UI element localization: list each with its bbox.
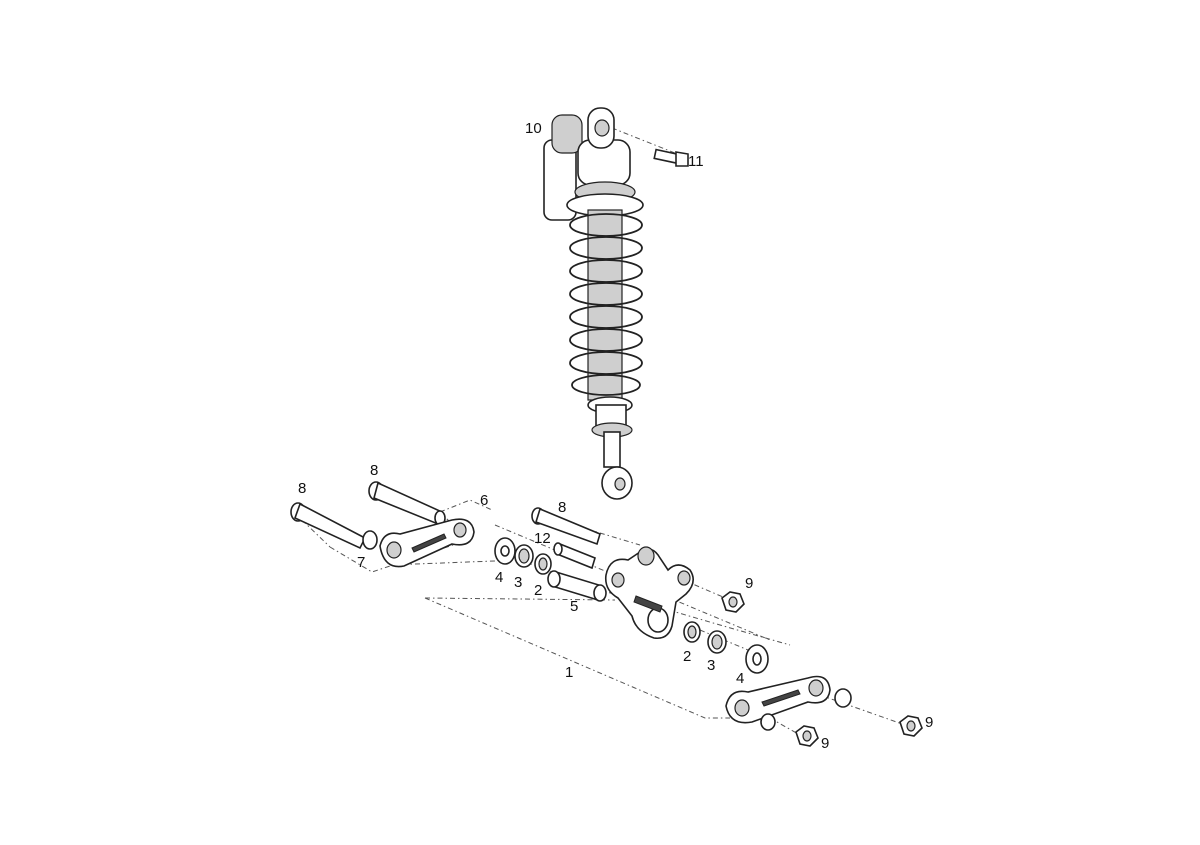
callout-11: 11 — [688, 153, 704, 170]
nut-9-lower-middle — [795, 725, 819, 747]
callout-7: 7 — [357, 554, 365, 571]
washer-4-upper — [494, 537, 516, 565]
callout-6: 6 — [480, 492, 488, 509]
washer-left — [362, 530, 378, 550]
shaft — [603, 431, 621, 468]
bearing-3-lower — [707, 630, 727, 654]
bearing-2-lower — [683, 621, 701, 643]
nut-9-upper — [721, 591, 745, 613]
rocker-linkage — [604, 546, 694, 640]
nut-9-lower-right — [899, 715, 923, 737]
bearing-3-upper — [514, 544, 534, 568]
callout-8-left: 8 — [298, 480, 306, 497]
bolt-right — [531, 507, 601, 546]
shock-absorber — [543, 107, 644, 500]
callout-2-upper: 2 — [534, 582, 542, 599]
callout-9-lower-middle: 9 — [821, 735, 829, 752]
callout-labels: 1 2 2 3 3 4 4 5 6 7 8 8 8 9 9 9 10 11 12 — [298, 120, 933, 752]
callout-3-upper: 3 — [514, 574, 522, 591]
reservoir-cap — [551, 114, 583, 154]
callout-4-upper: 4 — [495, 569, 503, 586]
bolt-left — [290, 502, 367, 550]
washer-4-lower — [745, 644, 769, 674]
callout-2-lower: 2 — [683, 648, 691, 665]
coil-spring — [569, 213, 643, 396]
top-mount-bolt — [653, 148, 689, 167]
callout-8-middle: 8 — [370, 462, 378, 479]
spacer-lower-left — [760, 713, 776, 731]
sleeve-5 — [547, 570, 607, 602]
lower-mount-bore — [614, 477, 626, 491]
callout-4-lower: 4 — [736, 670, 744, 687]
sleeve-12 — [553, 542, 596, 570]
spacer-lower-right — [834, 688, 852, 708]
callout-9-lower-right: 9 — [925, 714, 933, 731]
bearing-2-upper — [534, 553, 552, 575]
link-arm-upper — [379, 518, 475, 568]
callout-9-upper: 9 — [745, 575, 753, 592]
callout-8-right: 8 — [558, 499, 566, 516]
callout-10: 10 — [525, 120, 542, 137]
callout-1: 1 — [565, 664, 573, 681]
callout-3-lower: 3 — [707, 657, 715, 674]
top-mount-bore — [594, 119, 610, 137]
callout-12: 12 — [534, 530, 551, 547]
callout-5: 5 — [570, 598, 578, 615]
link-arm-lower — [725, 675, 831, 724]
bolt-middle — [368, 481, 446, 526]
